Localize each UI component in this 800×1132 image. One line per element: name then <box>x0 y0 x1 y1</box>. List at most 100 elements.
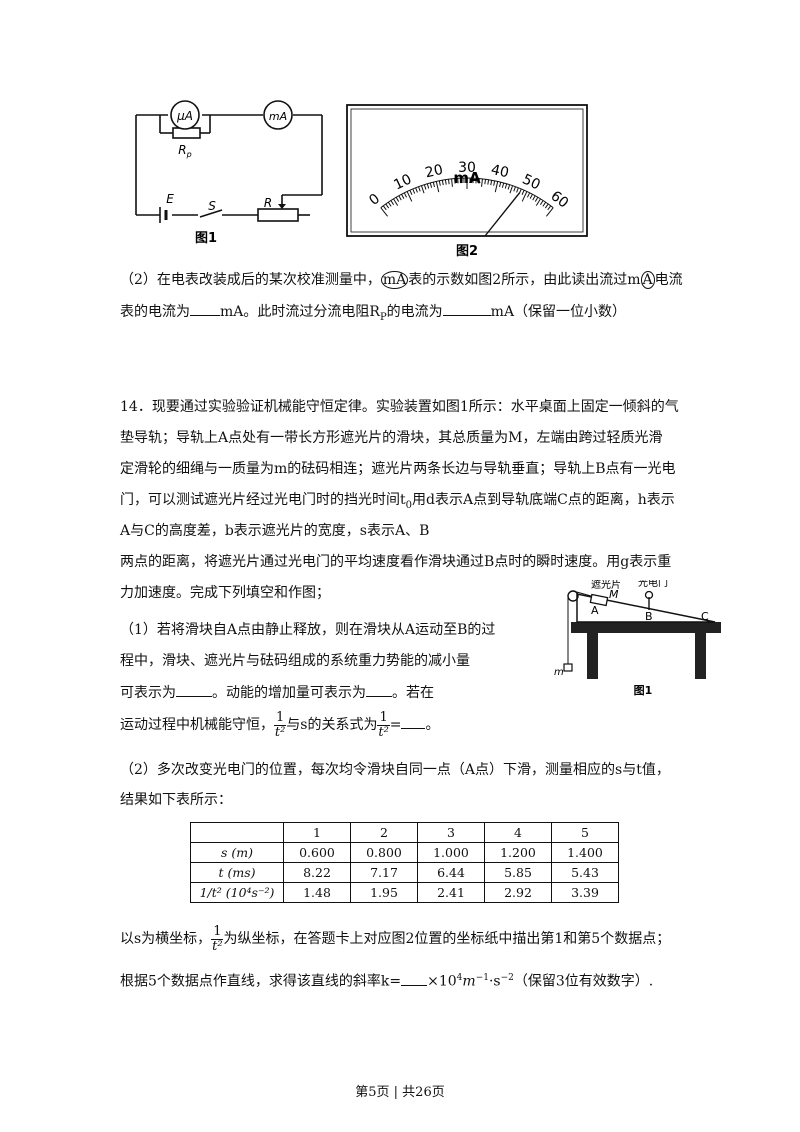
label-a: A <box>591 604 599 617</box>
q14-line1: 14．现要通过实验验证机械能守恒定律。实验装置如图1所示：水平桌面上固定一倾斜的… <box>120 399 679 415</box>
dial-tick <box>539 200 544 205</box>
q14-line4: 门，可以测试遮光片经过光电门时的挡光时间t0用d表示A点到导轨底端C点的距离，h… <box>120 492 675 511</box>
table-cell: 1.200 <box>484 842 552 863</box>
switch-label: S <box>208 199 216 213</box>
table-cell: 0.800 <box>350 842 418 863</box>
answer-blank[interactable] <box>401 714 426 729</box>
dial-tick <box>423 184 427 190</box>
dial-tick <box>529 194 533 199</box>
dial-tick <box>534 196 539 202</box>
dial-tick <box>547 205 552 211</box>
answer-blank[interactable] <box>366 682 392 697</box>
table-cell: 1/t² (10⁴s⁻²) <box>190 882 284 903</box>
apparatus-diagram: 遮光片 光电门 A M B C m 图1 <box>554 580 721 697</box>
label-c: C <box>701 610 709 623</box>
label-m-big: M <box>609 588 619 601</box>
circled-ma: mA <box>380 271 409 289</box>
table-cell: s (m) <box>190 842 284 863</box>
table-cell: 5.85 <box>484 862 552 883</box>
apparatus-caption: 图1 <box>634 684 653 697</box>
q14-line3: 定滑轮的细绳与一质量为m的砝码相连；遮光片两条长边与导轨垂直；导轨上B点有一光电 <box>120 461 676 477</box>
label-b: B <box>645 610 653 623</box>
table-cell: 5.43 <box>551 862 619 883</box>
rheostat-label: R <box>264 196 272 210</box>
table-cell: 8.22 <box>283 862 351 883</box>
q14-part1-line3: 可表示为。动能的增加量可表示为。若在 <box>120 682 434 703</box>
dial-tick <box>415 187 418 193</box>
microammeter-label: μA <box>176 109 193 123</box>
table-cell: 1.95 <box>350 882 418 903</box>
table-cell: 5 <box>551 822 619 843</box>
table-cell: 1 <box>283 822 351 843</box>
rp-label: Rp <box>178 143 191 159</box>
dial-tick <box>429 182 433 188</box>
needle <box>484 192 521 237</box>
dial-tick <box>387 201 392 207</box>
dial-tick <box>418 186 421 192</box>
dial-tick <box>380 207 388 217</box>
q14-line7: 力加速度。完成下列填空和作图； <box>120 585 330 601</box>
dial-tick <box>527 192 531 198</box>
dial-tick <box>412 188 416 194</box>
dial-label: 10 <box>391 171 414 193</box>
dial-tick <box>509 185 514 194</box>
dial-tick <box>447 179 450 185</box>
dial-tick <box>535 198 541 206</box>
answer-blank[interactable] <box>442 301 491 316</box>
dial-tick <box>521 189 525 195</box>
dial-tick <box>420 185 425 194</box>
dial-tick <box>544 203 549 209</box>
answer-blank[interactable] <box>190 301 220 316</box>
dial-tick <box>426 183 430 189</box>
answer-blank[interactable] <box>401 971 428 986</box>
dial-label: 50 <box>520 171 543 193</box>
table-cell: t (ms) <box>190 862 284 883</box>
dial-tick <box>382 205 387 211</box>
q14-line2: 垫导轨；导轨上A点处有一带长方形遮光片的滑块，其总质量为M，左端由跨过轻质光滑 <box>120 430 663 446</box>
dial-tick <box>521 191 528 202</box>
dial-tick <box>494 181 499 193</box>
q14-part1-line2: 程中，滑块、遮光片与砝码组成的系统重力势能的减小量 <box>120 653 470 669</box>
dial-tick <box>490 180 493 186</box>
q14-part1-line1: （1）若将滑块自A点由静止释放，则在滑块从A运动至B的过 <box>120 622 496 638</box>
dial-label: 0 <box>366 191 383 209</box>
table-cell: 3 <box>417 822 485 843</box>
dial-tick <box>504 183 508 189</box>
dial-tick <box>390 200 395 205</box>
dial-tick <box>516 187 519 193</box>
dial-tick <box>481 178 483 187</box>
dial-tick <box>393 198 399 206</box>
dial-label: 30 <box>458 160 476 176</box>
table-cell <box>190 822 284 843</box>
table-cell: 2.92 <box>484 882 552 903</box>
dial-tick <box>395 196 400 202</box>
circuit-diagram: μA mA Rp E S R 图1 <box>135 100 323 246</box>
dial-tick <box>441 180 444 186</box>
dial-tick <box>403 192 407 198</box>
dial-label: 40 <box>489 162 510 182</box>
dial-arc <box>380 177 554 209</box>
table-cell: 2 <box>350 822 418 843</box>
dial-label: 60 <box>547 188 571 212</box>
dial-tick <box>532 195 536 201</box>
dial-tick <box>501 182 505 188</box>
table-cell: 1.48 <box>283 882 351 903</box>
answer-blank[interactable] <box>176 682 212 697</box>
dial-unit: mA <box>453 169 481 187</box>
q14-line6: 两点的距离，将遮光片通过光电门的平均速度看作滑块通过B点时的瞬时速度。用g表示重 <box>120 554 672 570</box>
table-cell: 3.39 <box>551 882 619 903</box>
q14-after-line2: 根据5个数据点作直线，求得该直线的斜率k=×104m−1·s−2（保留3位有效数… <box>120 968 653 992</box>
q14-line5: A与C的高度差，b表示遮光片的宽度，s表示A、B <box>120 523 430 539</box>
table-cell: 1.000 <box>417 842 485 863</box>
circled-a: A <box>640 271 655 289</box>
table-cell: 0.600 <box>283 842 351 863</box>
